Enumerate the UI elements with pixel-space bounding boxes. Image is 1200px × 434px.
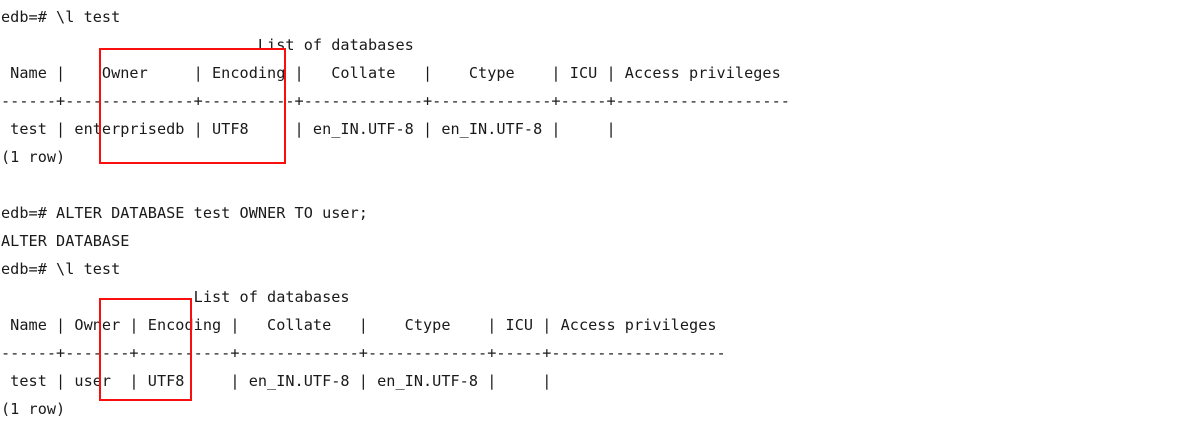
row-count-before: (1 row) [1,148,66,166]
terminal-line-prompt-list-1: edb=# \l test [1,8,121,26]
terminal-line-alter-database-command: edb=# ALTER DATABASE test OWNER TO user; [1,204,368,222]
table-separator-before: ------+--------------+----------+-------… [1,92,790,110]
blank-line [0,171,1200,199]
table-row-before: test | enterprisedb | UTF8 | en_IN.UTF-8… [1,120,616,138]
table-title-before: List of databases [1,36,414,54]
table-header-before: Name | Owner | Encoding | Collate | Ctyp… [1,64,781,82]
table-row-after: test | user | UTF8 | en_IN.UTF-8 | en_IN… [1,372,552,390]
table-title-after: List of databases [1,288,350,306]
table-separator-after: ------+-------+----------+-------------+… [1,344,726,362]
terminal-line-prompt-list-2: edb=# \l test [1,260,121,278]
table-header-after: Name | Owner | Encoding | Collate | Ctyp… [1,316,717,334]
terminal-line-alter-database-result: ALTER DATABASE [1,232,130,250]
row-count-after: (1 row) [1,400,66,418]
